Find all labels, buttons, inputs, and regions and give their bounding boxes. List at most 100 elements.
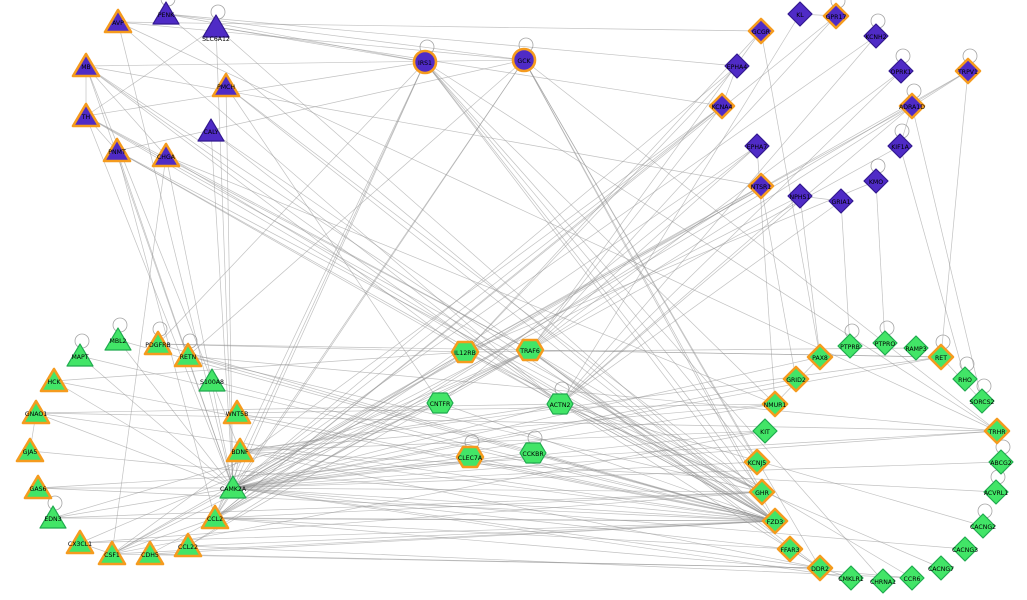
node-ACTN2[interactable]: ACTN2 <box>546 393 574 415</box>
diamond-node-shape <box>863 23 889 49</box>
node-DDR2[interactable]: DDR2 <box>806 554 834 582</box>
node-TRPV1[interactable]: TRPV1 <box>954 57 982 85</box>
node-KIT[interactable]: KIT <box>752 418 778 444</box>
edge-TRPV1-RET <box>940 70 969 358</box>
node-ADRA1D[interactable]: ADRA1D <box>898 92 926 120</box>
node-EPHA4[interactable]: EPHA4 <box>724 53 750 79</box>
diamond-node-shape <box>748 478 776 506</box>
edge-CAMK2A-KIT <box>232 430 766 489</box>
triangle-node-shape <box>135 540 165 566</box>
node-PTPRO[interactable]: PTPRO <box>872 330 898 356</box>
node-AVP[interactable]: AVP <box>103 8 133 34</box>
node-HCK[interactable]: HCK <box>39 367 69 393</box>
node-label: SORCS2 <box>970 399 995 406</box>
node-KCNH2[interactable]: KCNH2 <box>863 23 889 49</box>
node-GPR17[interactable]: GPR17 <box>822 2 850 30</box>
node-CACNG2[interactable]: CACNG2 <box>970 513 996 539</box>
node-RETN[interactable]: RETN <box>173 342 203 368</box>
node-CAMK2A[interactable]: CAMK2A <box>219 475 247 499</box>
node-MBL2[interactable]: MBL2 <box>104 327 132 351</box>
node-PNMT[interactable]: PNMT <box>102 137 132 163</box>
edge-CCL22-CCR6 <box>187 545 913 579</box>
node-GAS6[interactable]: GAS6 <box>23 474 53 500</box>
node-CHGA[interactable]: CHGA <box>151 142 181 168</box>
node-GHR[interactable]: GHR <box>748 478 776 506</box>
edge-CCL22-FZD3 <box>187 520 776 547</box>
node-label: CAMK2A <box>220 486 247 493</box>
node-BDNF[interactable]: BDNF <box>225 437 255 463</box>
node-EDN3[interactable]: EDN3 <box>39 505 67 529</box>
node-TRHR[interactable]: TRHR <box>983 417 1011 445</box>
diamond-node-shape <box>903 335 929 361</box>
edge-CCR6-TRAF6 <box>529 349 913 579</box>
node-CHRNA1[interactable]: CHRNA1 <box>870 568 896 594</box>
node-MAPT[interactable]: MAPT <box>66 343 94 367</box>
node-GJA5[interactable]: GJA5 <box>15 437 45 463</box>
triangle-node-shape <box>21 399 51 425</box>
node-TRAF6[interactable]: TRAF6 <box>515 338 545 362</box>
node-CSF1[interactable]: CSF1 <box>97 540 127 566</box>
edge-IRS1-CAMK2A <box>232 61 426 489</box>
node-RET[interactable]: RET <box>927 343 955 371</box>
node-PTPRB[interactable]: PTPRB <box>837 333 863 359</box>
node-KMO[interactable]: KMO <box>863 168 889 194</box>
node-GCGR[interactable]: GCGR <box>747 17 775 45</box>
node-PMCH[interactable]: PMCH <box>211 72 241 98</box>
node-IRS1[interactable]: IRS1 <box>412 49 438 75</box>
node-CALY[interactable]: CALY <box>197 118 225 142</box>
node-label: NPHS1 <box>790 194 811 201</box>
node-label: WNT5B <box>226 411 249 418</box>
node-GRIA1[interactable]: GRIA1 <box>828 188 854 214</box>
node-KCNA4[interactable]: KCNA4 <box>708 92 736 120</box>
node-RHO[interactable]: RHO <box>952 366 978 392</box>
node-CMKLR1[interactable]: CMKLR1 <box>838 565 864 591</box>
diamond-node-shape <box>761 390 789 418</box>
triangle-node-shape <box>66 343 94 367</box>
node-FZD3[interactable]: FZD3 <box>761 507 789 535</box>
node-SLC6A12[interactable]: SLC6A12 <box>202 14 230 43</box>
diamond-node-shape <box>752 418 778 444</box>
node-SORCS2[interactable]: SORCS2 <box>969 388 995 414</box>
node-ABCG2[interactable]: ABCG2 <box>988 449 1014 475</box>
edge-GCK-RETN <box>187 59 525 357</box>
triangle-node-shape <box>219 475 247 499</box>
node-KIF1A[interactable]: KIF1A <box>887 133 913 159</box>
node-ACVRL1[interactable]: ACVRL1 <box>983 479 1009 505</box>
node-CDH5[interactable]: CDH5 <box>135 540 165 566</box>
node-RAMP3[interactable]: RAMP3 <box>903 335 929 361</box>
node-CCKBR[interactable]: CCKBR <box>519 442 547 464</box>
node-KL[interactable]: KL <box>787 1 813 27</box>
triangle-node-shape <box>71 52 101 78</box>
node-label: KIF1A <box>891 144 909 151</box>
node-NTSR1[interactable]: NTSR1 <box>747 172 775 200</box>
node-S100A8[interactable]: S100A8 <box>198 368 226 392</box>
node-CCL2[interactable]: CCL2 <box>200 504 230 530</box>
node-NMUR1[interactable]: NMUR1 <box>761 390 789 418</box>
node-CX3CL1[interactable]: CX3CL1 <box>65 529 95 555</box>
node-KCNJ5[interactable]: KCNJ5 <box>743 448 771 476</box>
node-FFAR3[interactable]: FFAR3 <box>776 535 804 563</box>
node-MB[interactable]: MB <box>71 52 101 78</box>
node-GRID2[interactable]: GRID2 <box>782 365 810 393</box>
node-GCK[interactable]: GCK <box>511 47 537 73</box>
node-PAX8[interactable]: PAX8 <box>806 343 834 371</box>
node-CACNG7[interactable]: CACNG7 <box>928 555 954 581</box>
node-GNAO1[interactable]: GNAO1 <box>21 399 51 425</box>
node-CCR6[interactable]: CCR6 <box>899 565 925 591</box>
node-CACNG3[interactable]: CACNG3 <box>952 536 978 562</box>
node-NPHS1[interactable]: NPHS1 <box>787 183 813 209</box>
node-WNT5B[interactable]: WNT5B <box>222 399 252 425</box>
node-EPHA7[interactable]: EPHA7 <box>744 133 770 159</box>
node-IL12RB[interactable]: IL12RB <box>450 340 480 364</box>
node-CCL22[interactable]: CCL22 <box>173 532 203 558</box>
node-label: CSF1 <box>104 552 120 559</box>
node-TH[interactable]: TH <box>71 102 101 128</box>
edge-CACNG7-ACTN2 <box>559 403 942 569</box>
node-CNTFR[interactable]: CNTFR <box>426 392 454 414</box>
node-PENK[interactable]: PENK <box>152 1 180 25</box>
node-OPRK1[interactable]: OPRK1 <box>888 58 914 84</box>
node-CLEC7A[interactable]: CLEC7A <box>455 445 485 469</box>
node-label: PTPRB <box>840 344 860 351</box>
node-PDGFRB[interactable]: PDGFRB <box>143 330 173 356</box>
